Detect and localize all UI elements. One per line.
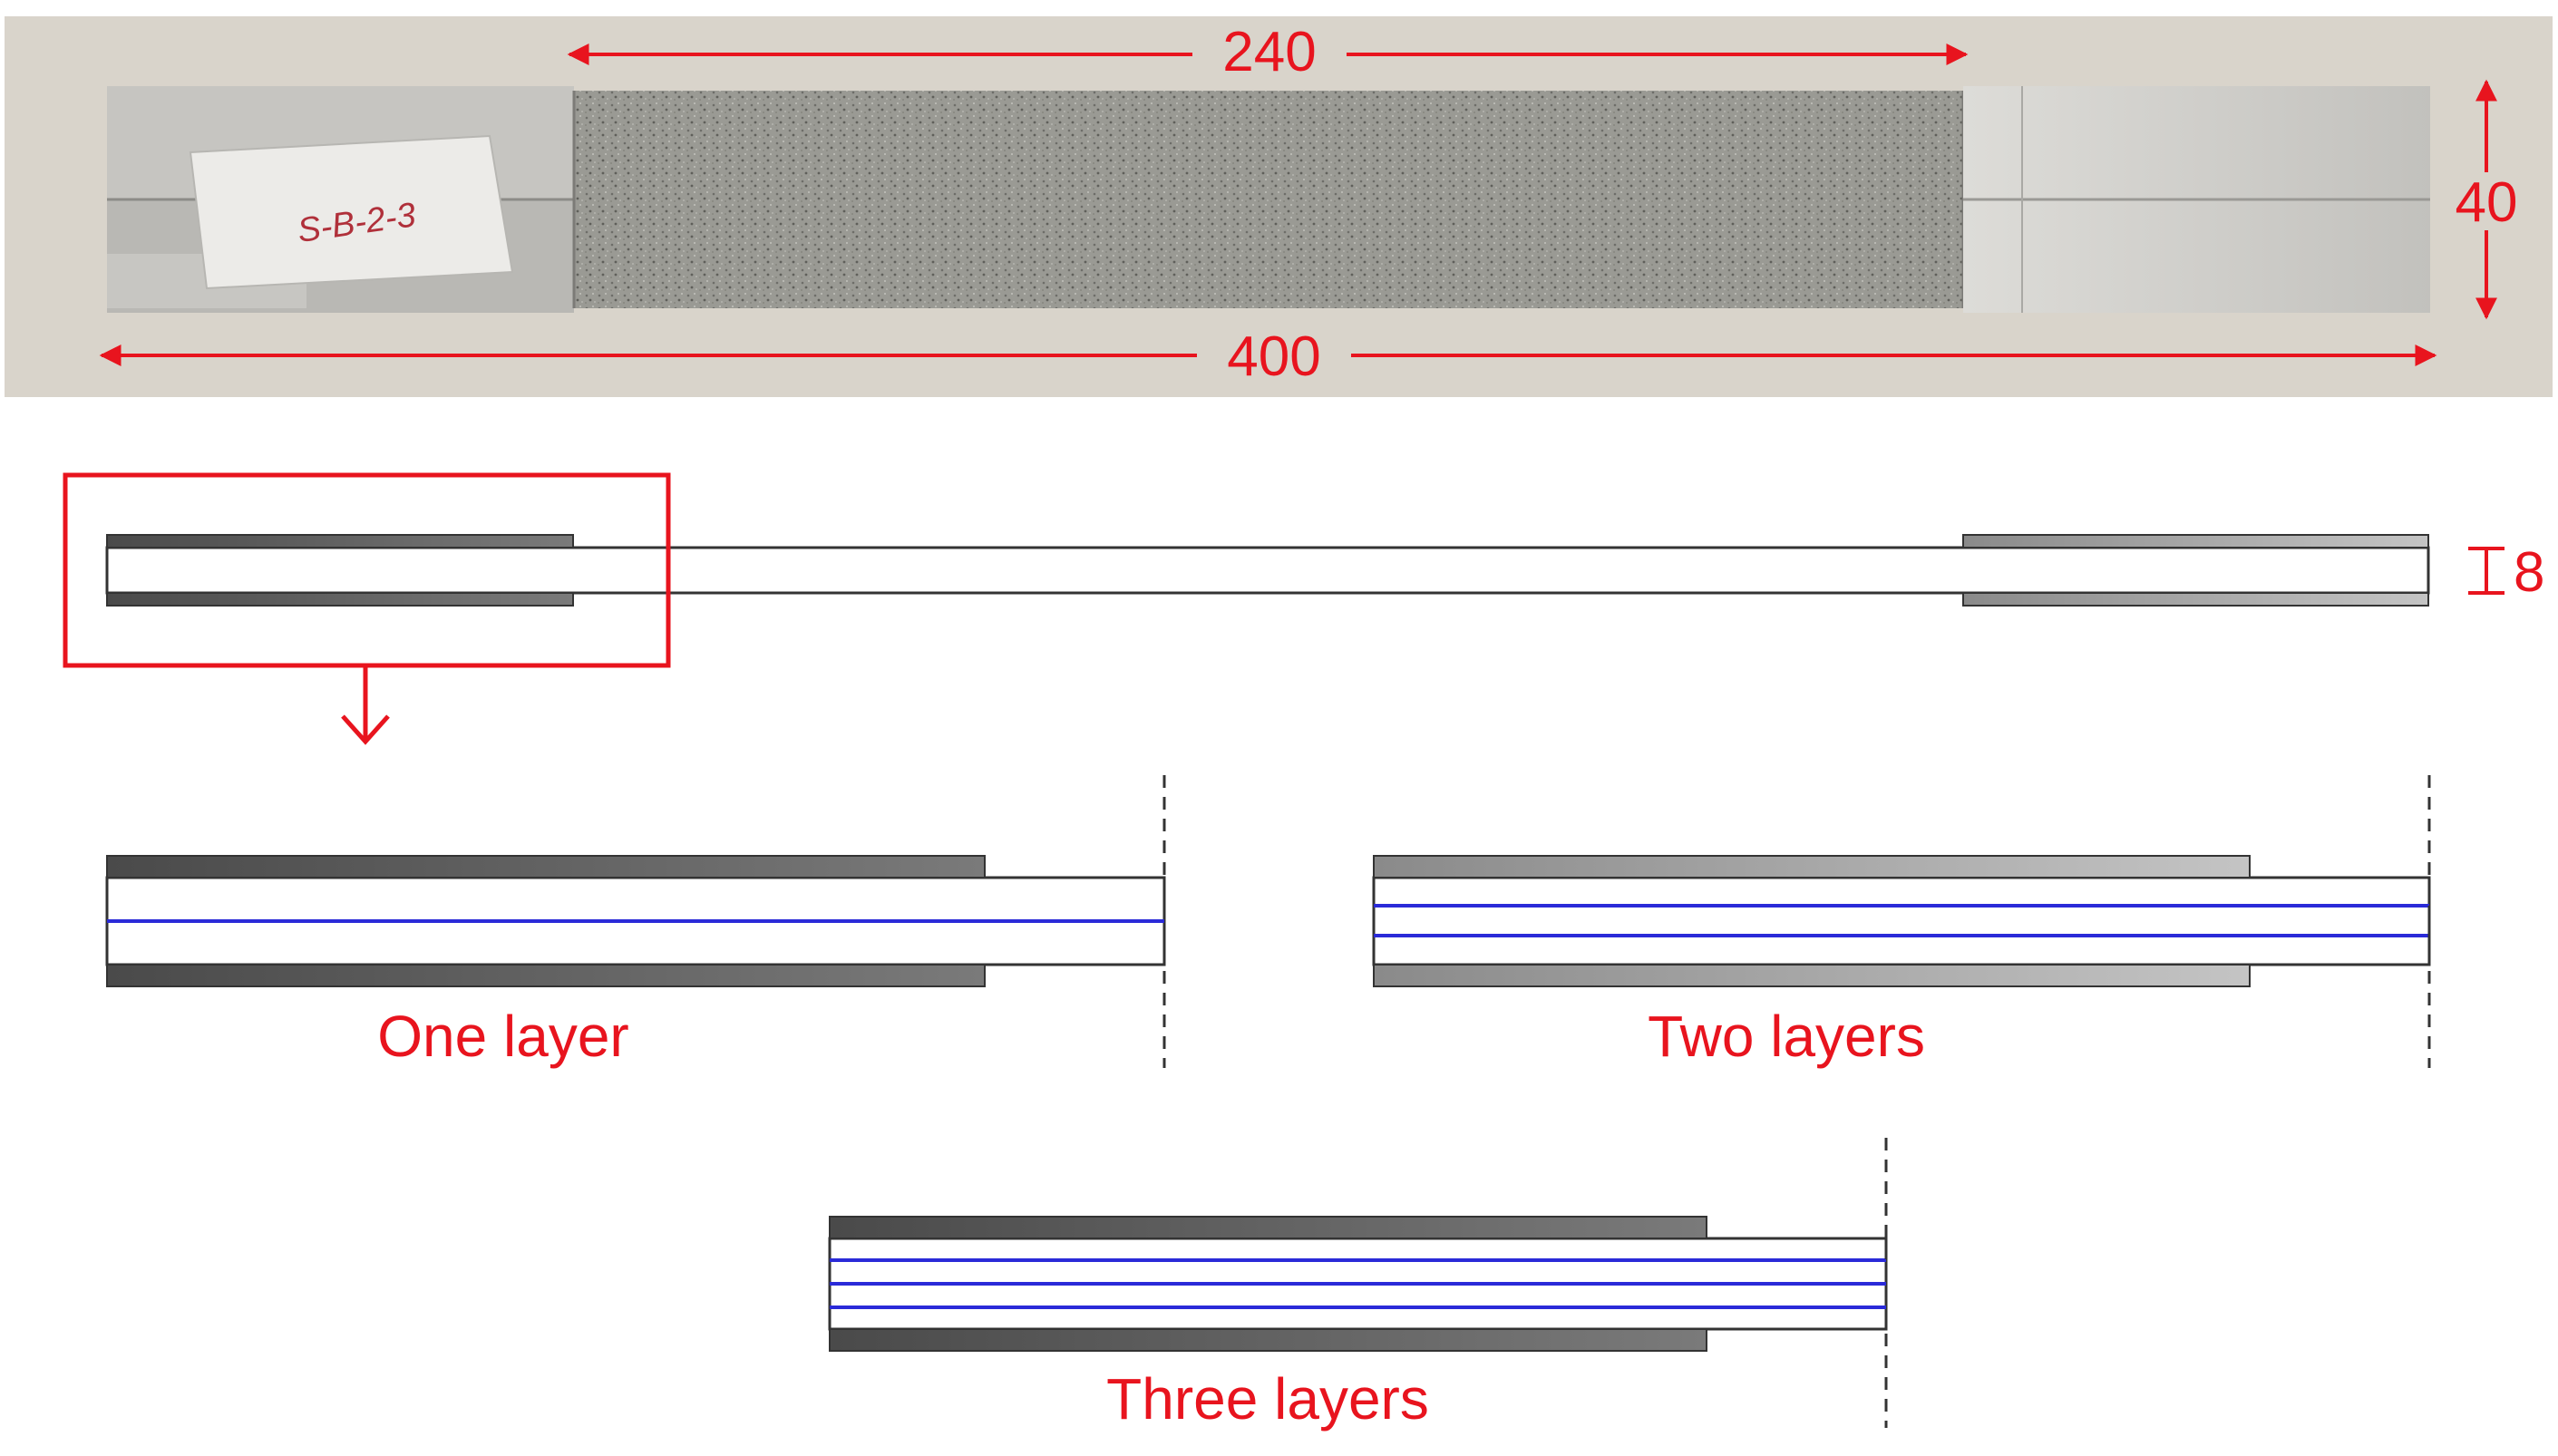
left-bottom-plate [106, 592, 574, 607]
concrete-gauge-section [574, 91, 1963, 308]
side-view-schematic: 8 [63, 472, 2544, 745]
specimen-photo: S-B-2-3 240 400 40 [5, 16, 2553, 397]
dimension-8-label: 8 [2514, 541, 2544, 604]
two-layers-bottom-plate [1373, 964, 2251, 987]
two-layers-top-plate [1373, 855, 2251, 878]
one-layer-label: One layer [377, 1004, 628, 1069]
paper-label: S-B-2-3 [189, 134, 514, 290]
specimen-body [105, 546, 2430, 595]
dimension-240-label: 240 [1222, 21, 1316, 83]
dimension-400-label: 400 [1227, 325, 1320, 388]
left-top-plate [106, 534, 574, 548]
detail-three-layers: Three layers [828, 1138, 1888, 1432]
right-top-plate [1962, 534, 2429, 548]
zoom-down-arrow-icon [341, 665, 390, 745]
right-bottom-plate [1962, 592, 2429, 607]
one-layer-top-plate [106, 855, 986, 878]
detail-one-layer: One layer [105, 775, 1166, 1069]
one-layer-bottom-plate [106, 964, 986, 987]
detail-two-layers: Two layers [1372, 775, 2431, 1069]
thickness-dimension [2468, 547, 2505, 595]
three-layers-bottom-plate [829, 1328, 1707, 1352]
three-layers-label: Three layers [1106, 1366, 1429, 1432]
dimension-40-label: 40 [2456, 171, 2518, 234]
two-layers-label: Two layers [1648, 1004, 1925, 1069]
three-layers-top-plate [829, 1216, 1707, 1239]
